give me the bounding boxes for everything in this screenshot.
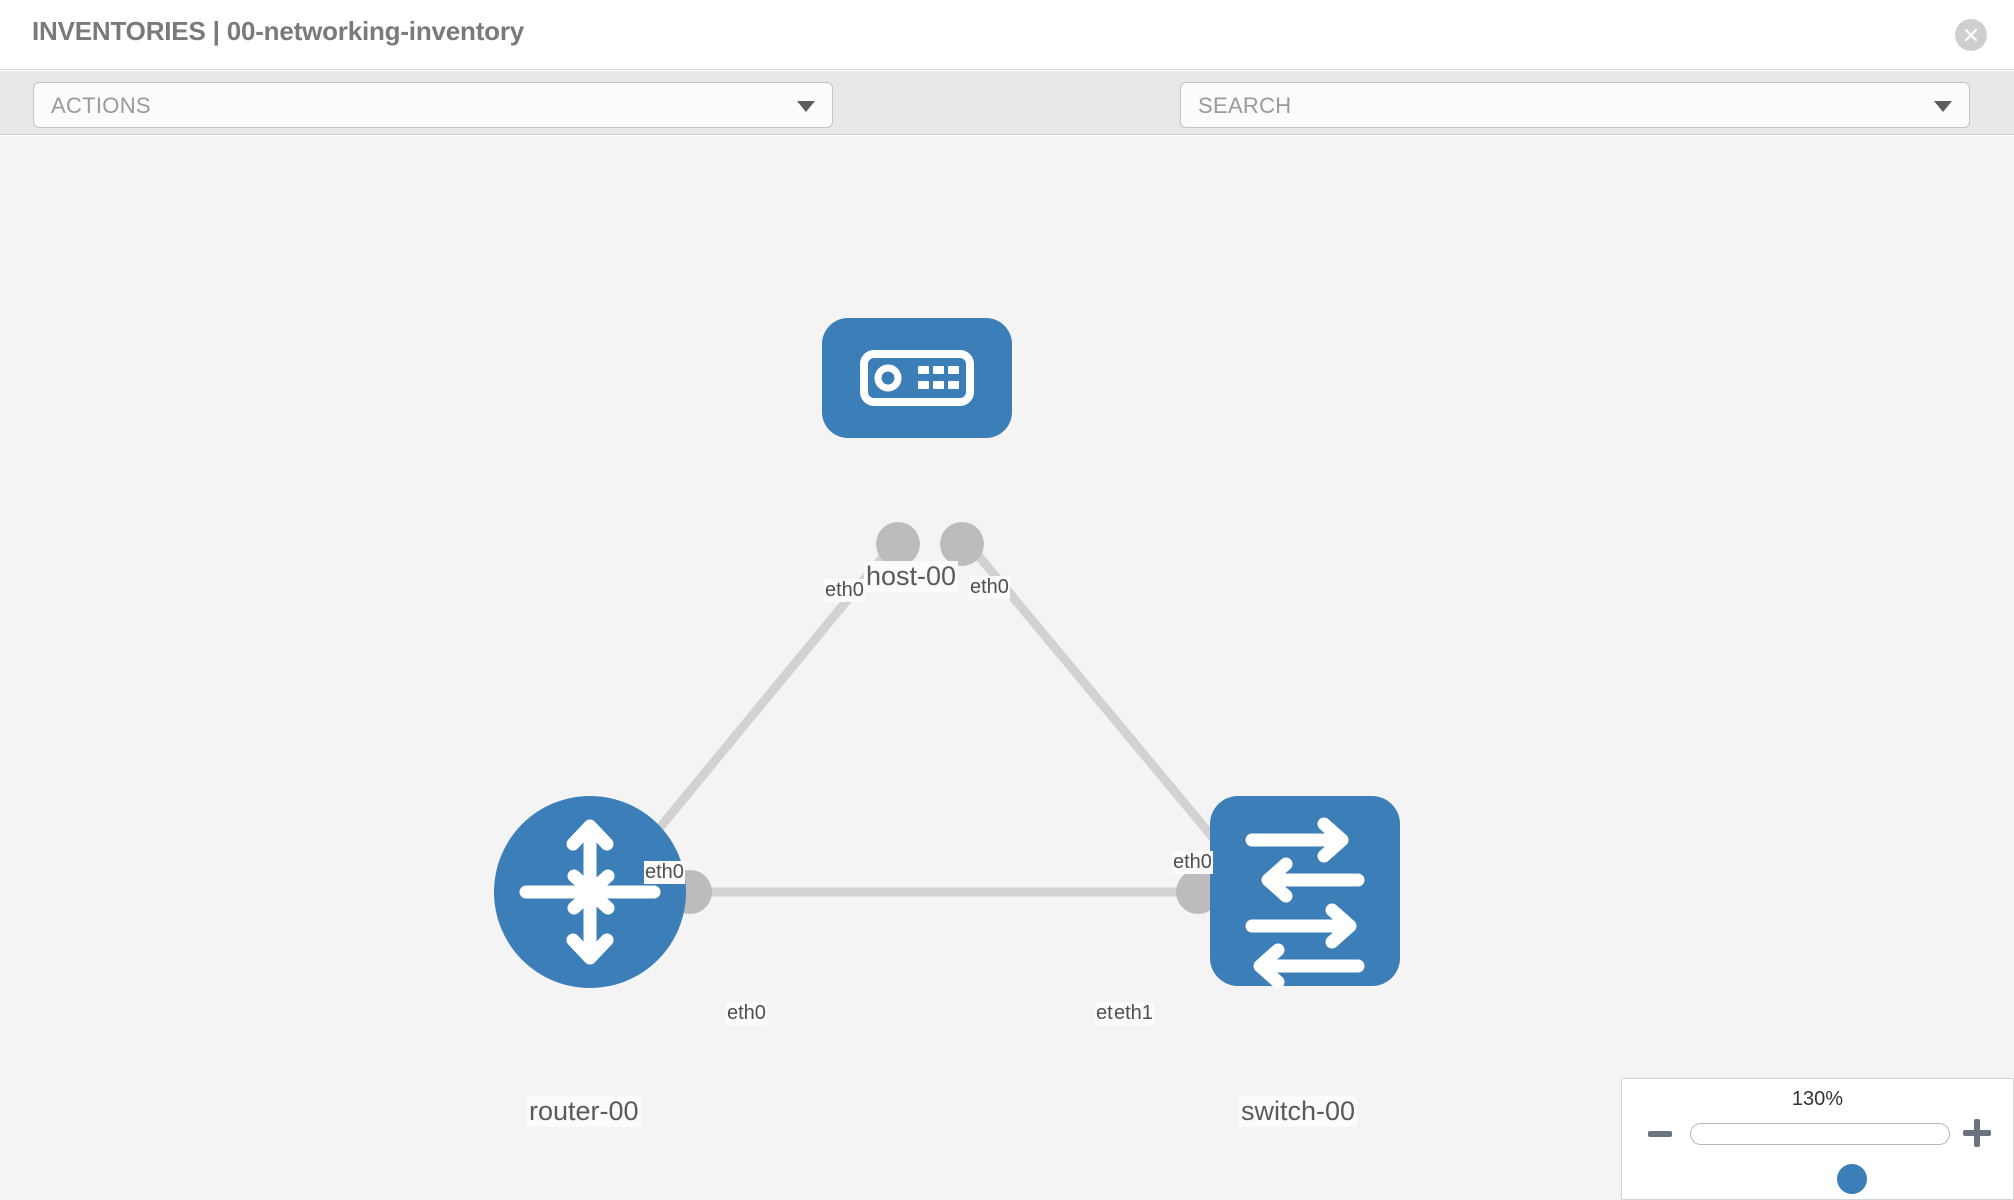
topology-connectors — [668, 522, 1257, 914]
window-header: INVENTORIES | 00-networking-inventory — [0, 0, 2014, 70]
iface-label: eth0 — [969, 576, 1010, 599]
page-title: INVENTORIES | 00-networking-inventory — [32, 16, 525, 46]
toolbar: ACTIONS SEARCH — [0, 71, 2014, 195]
iface-label: eth0 — [644, 861, 685, 884]
zoom-slider-track[interactable] — [1690, 1123, 1950, 1194]
iface-label: eth1 — [1113, 1002, 1154, 1025]
close-icon[interactable] — [1955, 19, 1987, 51]
search-input[interactable]: SEARCH — [1180, 82, 1970, 128]
node-router-00[interactable] — [494, 796, 686, 988]
zoom-slider-thumb[interactable] — [1837, 1164, 1867, 1194]
actions-dropdown[interactable]: ACTIONS — [33, 82, 833, 128]
zoom-out-button[interactable] — [1648, 1131, 1672, 1137]
topology-graph — [494, 318, 1400, 989]
chevron-down-icon — [797, 101, 815, 112]
node-host-00[interactable] — [822, 318, 1012, 438]
topology-canvas[interactable]: eth0 eth0 eth0 eth0 eth0 eth0 eth1 host-… — [0, 136, 2014, 1200]
node-label-host-00: host-00 — [864, 561, 959, 592]
node-label-switch-00: switch-00 — [1239, 1096, 1358, 1127]
iface-label: eth0 — [1172, 851, 1213, 874]
zoom-in-button[interactable] — [1963, 1119, 1991, 1147]
connector-host-right — [940, 522, 984, 566]
zoom-level-label: 130% — [1791, 1088, 1844, 1110]
connector-switch-left — [1176, 870, 1220, 914]
node-label-router-00: router-00 — [527, 1096, 641, 1127]
zoom-control-panel: 130% — [1621, 1078, 2014, 1200]
node-switch-00[interactable] — [1210, 796, 1400, 989]
chevron-down-icon — [1934, 101, 1952, 112]
iface-label: eth0 — [726, 1002, 767, 1025]
iface-label: eth0 — [824, 579, 865, 602]
actions-dropdown-label: ACTIONS — [51, 93, 151, 118]
connector-host-left — [876, 522, 920, 566]
search-placeholder: SEARCH — [1198, 93, 1292, 118]
